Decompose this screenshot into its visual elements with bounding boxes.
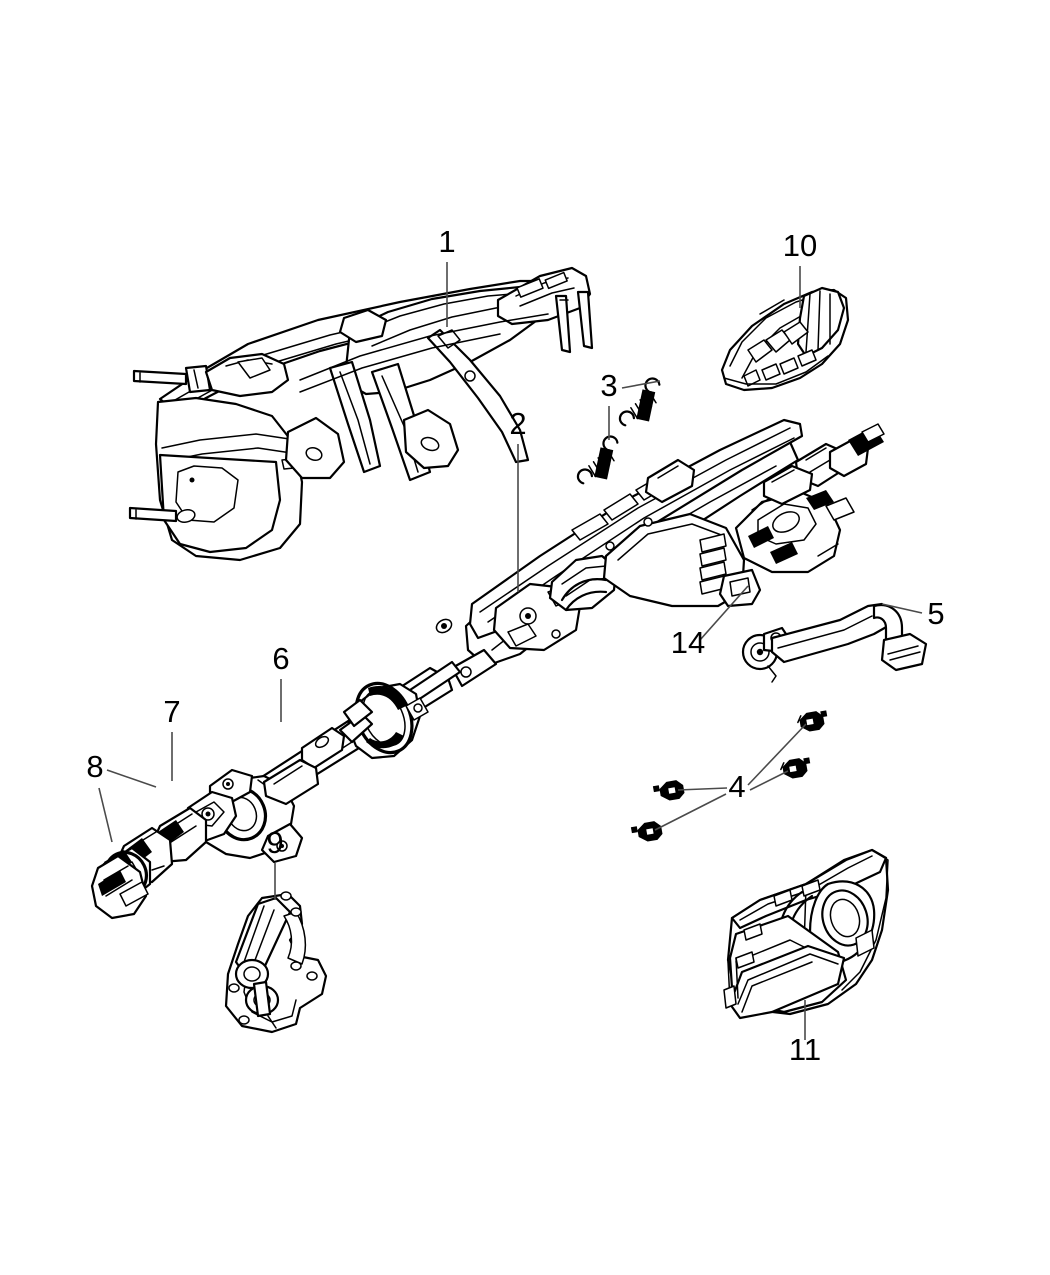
part-4-retainer-clips <box>630 710 828 842</box>
callout-14: 14 <box>671 585 749 660</box>
callout-6: 6 <box>272 641 290 722</box>
part-2-steering-column-assembly <box>450 418 885 688</box>
callout-10: 10 <box>783 228 817 308</box>
callout-5: 5 <box>881 596 945 631</box>
callout-8: 8 <box>86 749 157 843</box>
callout-10-number: 10 <box>783 228 817 263</box>
part-5-tilt-release-lever <box>741 602 928 683</box>
part-10-upper-shroud <box>720 286 850 392</box>
callout-11: 11 <box>789 1000 821 1067</box>
part-3-tension-springs <box>576 377 661 485</box>
callout-7-number: 7 <box>163 694 180 729</box>
callout-8-number: 8 <box>86 749 103 784</box>
callout-7: 7 <box>163 694 181 781</box>
callout-9: 9 <box>266 825 284 900</box>
callout-3-number: 3 <box>600 368 617 403</box>
callout-4-number: 4 <box>728 769 745 804</box>
part-11-lower-shroud <box>723 848 890 1020</box>
callout-2-number: 2 <box>509 406 526 441</box>
callout-11-number: 11 <box>789 1032 821 1067</box>
callout-14-number: 14 <box>671 625 705 660</box>
callout-1: 1 <box>438 224 456 327</box>
part-9-mounting-bracket <box>224 891 328 1034</box>
part-8-lower-universal-joint <box>90 790 238 920</box>
callout-1-number: 1 <box>438 224 455 259</box>
part-6-bearing-boot <box>338 618 453 760</box>
part-1-support-bracket <box>128 266 594 562</box>
callout-4: 4 <box>654 723 807 831</box>
callout-3: 3 <box>600 368 661 440</box>
callout-9-number: 9 <box>266 825 283 860</box>
callout-6-number: 6 <box>272 641 289 676</box>
callout-layer: 1 2 3 4 5 6 7 <box>86 224 944 1067</box>
callout-5-number: 5 <box>927 596 944 631</box>
callout-2: 2 <box>509 406 527 592</box>
